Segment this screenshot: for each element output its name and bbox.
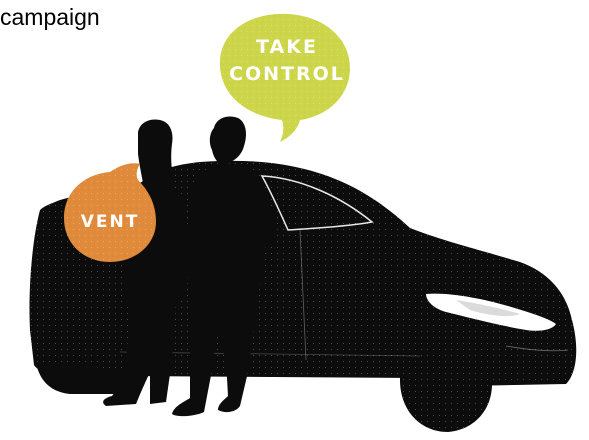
front-wheel-shade [400,339,492,432]
rear-underbody [34,350,150,394]
vent-label: VENT [81,212,140,232]
headlight [426,293,556,331]
person-left-silhouette [103,119,189,406]
take-control-line2: CONTROL [229,63,345,85]
car-door-line [299,229,307,361]
caption-text: campaign [0,4,100,30]
person-left-head-hair [138,119,176,200]
headlight-inner [456,300,520,317]
take-control-line1: TAKE [256,36,318,58]
car-window-outline [260,175,374,231]
bumper-line [505,345,569,352]
vent-bubble: VENT [64,163,156,262]
person-right-silhouette [172,116,278,417]
take-control-bubble: TAKE CONTROL [219,13,350,142]
vent-bubble-texture [64,163,156,262]
person-right-body [172,166,278,417]
take-control-bubble-texture [219,13,350,142]
person-right-head [209,116,246,168]
person-left-body [103,172,189,406]
